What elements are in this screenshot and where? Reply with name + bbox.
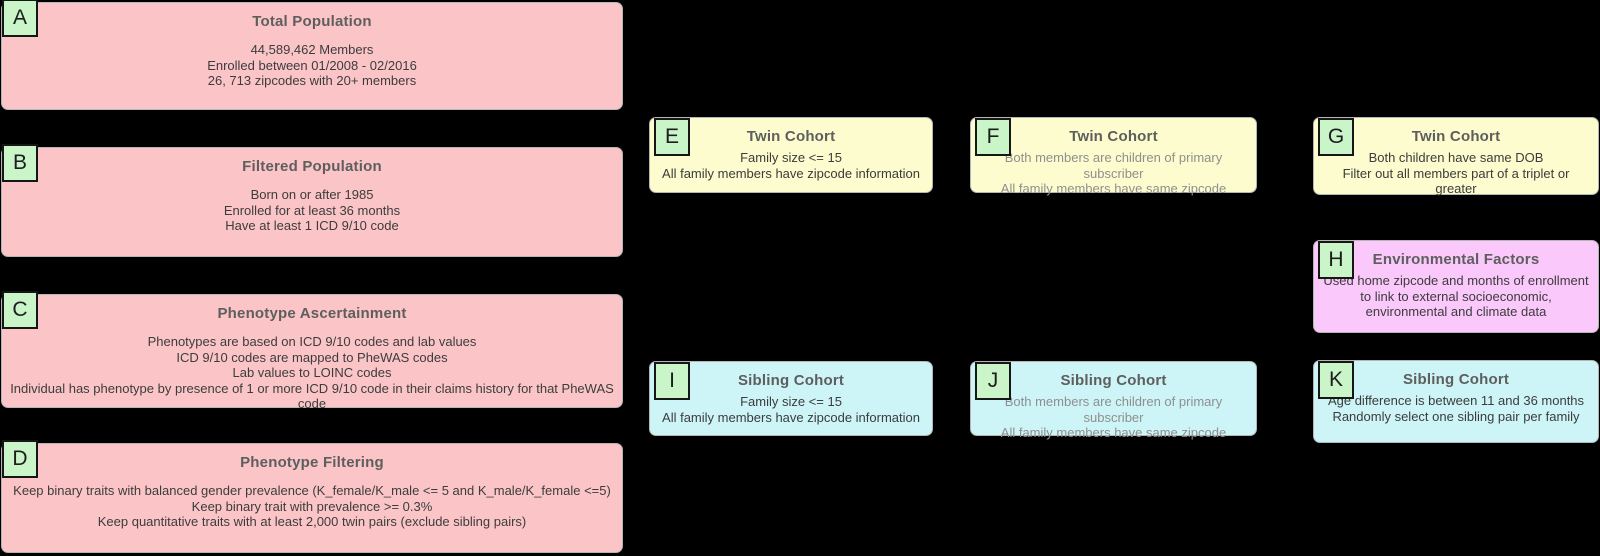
node-k-label: K	[1318, 361, 1354, 399]
node-a-title: Total Population	[252, 13, 372, 30]
node-d-line: Keep binary trait with prevalence >= 0.3…	[191, 498, 433, 514]
node-i-label: I	[654, 362, 690, 400]
node-g-twin-cohort-dob: G Twin Cohort Both children have same DO…	[1313, 117, 1599, 197]
node-b-title: Filtered Population	[242, 158, 382, 175]
node-g-line: Filter out all members part of a triplet…	[1342, 165, 1570, 197]
node-c-phenotype-ascertainment: C Phenotype Ascertainment Phenotypes are…	[1, 291, 623, 411]
node-f-title: Twin Cohort	[1069, 128, 1158, 145]
node-j-line: All family members have same zipcode	[1000, 425, 1227, 441]
node-c-line: Phenotypes are based on ICD 9/10 codes a…	[147, 334, 477, 349]
node-d-label: D	[2, 440, 38, 478]
node-b-line: Born on or after 1985	[250, 187, 374, 202]
node-j-line: Both members are children of primary sub…	[1004, 394, 1223, 425]
node-f-line: Both members are children of primary sub…	[1004, 150, 1223, 181]
node-e-line: All family members have zipcode informat…	[662, 165, 920, 181]
node-g-line: Both children have same DOB	[1368, 150, 1544, 165]
node-h-line: Used home zipcode and months of enrollme…	[1323, 273, 1589, 320]
node-e-label: E	[654, 118, 690, 156]
node-b-filtered-population: B Filtered Population Born on or after 1…	[1, 144, 623, 257]
node-g-label: G	[1318, 118, 1354, 156]
node-c-line: Lab values to LOINC codes	[232, 365, 392, 381]
node-d-phenotype-filtering: D Phenotype Filtering Keep binary traits…	[1, 440, 623, 553]
node-c-label: C	[2, 291, 38, 329]
node-f-twin-cohort-subscriber: F Twin Cohort Both members are children …	[970, 117, 1257, 196]
node-a-total-population: A Total Population 44,589,462 Members En…	[1, 0, 623, 110]
node-j-title: Sibling Cohort	[1060, 372, 1167, 389]
node-f-label: F	[975, 118, 1011, 156]
node-k-sibling-cohort-age: K Sibling Cohort Age difference is betwe…	[1313, 360, 1599, 443]
node-j-label: J	[975, 362, 1011, 400]
node-c-line: Individual has phenotype by presence of …	[10, 380, 614, 412]
node-f-line: All family members have same zipcode	[1000, 181, 1227, 197]
node-e-title: Twin Cohort	[746, 128, 836, 145]
node-a-label: A	[2, 0, 38, 37]
node-k-line: Randomly select one sibling pair per fam…	[1332, 408, 1580, 424]
node-g-title: Twin Cohort	[1411, 128, 1501, 145]
node-i-line: Family size <= 15	[740, 394, 842, 409]
node-h-environmental-factors: H Environmental Factors Used home zipcod…	[1313, 240, 1599, 333]
node-e-line: Family size <= 15	[740, 150, 842, 165]
node-j-sibling-cohort-subscriber: J Sibling Cohort Both members are childr…	[970, 361, 1257, 440]
node-a-line: 26, 713 zipcodes with 20+ members	[207, 73, 417, 89]
node-b-line: Have at least 1 ICD 9/10 code	[225, 218, 399, 234]
node-k-title: Sibling Cohort	[1402, 371, 1510, 388]
node-i-title: Sibling Cohort	[737, 372, 845, 389]
node-d-line: Keep quantitative traits with at least 2…	[97, 514, 527, 530]
node-e-twin-cohort-family-size: E Twin Cohort Family size <= 15 All fami…	[649, 117, 933, 193]
node-h-title: Environmental Factors	[1372, 251, 1540, 268]
node-b-line: Enrolled for at least 36 months	[223, 202, 401, 218]
node-d-title: Phenotype Filtering	[240, 454, 384, 471]
node-a-line: Enrolled between 01/2008 - 02/2016	[207, 57, 417, 73]
node-i-sibling-cohort-family-size: I Sibling Cohort Family size <= 15 All f…	[649, 361, 933, 436]
node-d-line: Keep binary traits with balanced gender …	[13, 483, 611, 498]
node-c-line: ICD 9/10 codes are mapped to PheWAS code…	[176, 349, 448, 365]
node-c-title: Phenotype Ascertainment	[217, 305, 407, 322]
node-k-line: Age difference is between 11 and 36 mont…	[1327, 393, 1585, 408]
node-i-line: All family members have zipcode informat…	[662, 409, 920, 425]
node-a-line: 44,589,462 Members	[250, 42, 374, 57]
node-b-label: B	[2, 144, 38, 182]
node-h-label: H	[1318, 241, 1354, 279]
